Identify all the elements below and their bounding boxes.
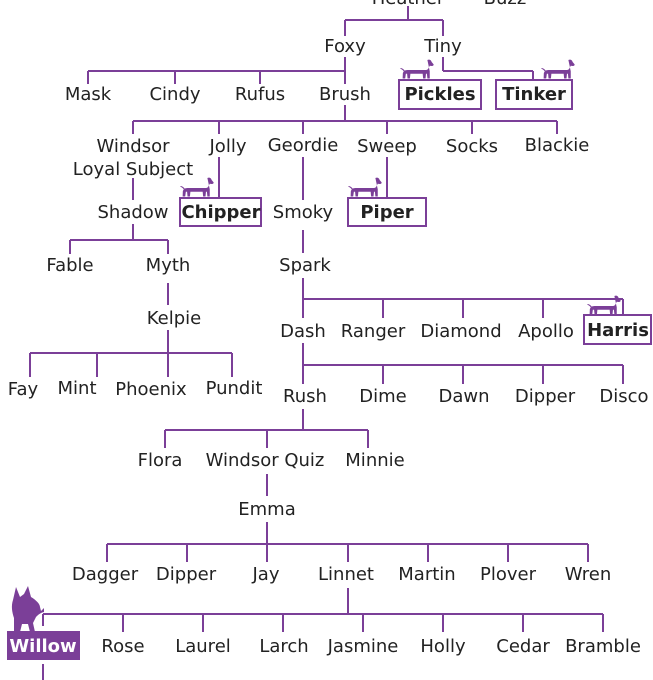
name-holly: Holly bbox=[420, 636, 466, 657]
name-plover: Plover bbox=[480, 564, 537, 585]
dachshund-icon bbox=[180, 177, 214, 197]
name-apollo: Apollo bbox=[518, 321, 574, 342]
name-socks: Socks bbox=[446, 136, 498, 157]
name-brush: Brush bbox=[319, 84, 371, 105]
name-flora: Flora bbox=[138, 450, 183, 471]
name-harris: Harris bbox=[587, 320, 649, 341]
name-cedar: Cedar bbox=[496, 636, 550, 657]
name-fay: Fay bbox=[8, 379, 39, 400]
name-rufus: Rufus bbox=[235, 84, 285, 105]
name-cindy: Cindy bbox=[149, 84, 200, 105]
name-willow: Willow bbox=[9, 636, 76, 657]
name-ranger: Ranger bbox=[341, 321, 406, 342]
name-pundit: Pundit bbox=[206, 378, 263, 399]
name-piper: Piper bbox=[360, 202, 413, 223]
name-kelpie: Kelpie bbox=[147, 308, 201, 329]
name-smoky: Smoky bbox=[273, 202, 334, 223]
name-windsor: Windsor bbox=[96, 136, 170, 157]
name-rose: Rose bbox=[101, 636, 144, 657]
willow-box bbox=[7, 631, 80, 660]
name-laurel: Laurel bbox=[175, 636, 231, 657]
name-fable: Fable bbox=[46, 255, 93, 276]
name-myth: Myth bbox=[146, 255, 191, 276]
harris-box bbox=[583, 314, 652, 345]
name-buzz: Buzz bbox=[484, 0, 527, 9]
name-rush: Rush bbox=[283, 386, 327, 407]
name-wren: Wren bbox=[565, 564, 611, 585]
name-larch: Larch bbox=[259, 636, 308, 657]
piper-box bbox=[347, 197, 427, 227]
name-dagger: Dagger bbox=[72, 564, 139, 585]
name-minnie: Minnie bbox=[345, 450, 404, 471]
name-mask: Mask bbox=[65, 84, 112, 105]
chipper-box bbox=[179, 197, 262, 227]
name-disco: Disco bbox=[599, 386, 648, 407]
dachshund-icon bbox=[541, 59, 575, 79]
name-blackie: Blackie bbox=[525, 135, 590, 156]
name-jasmine: Jasmine bbox=[327, 636, 399, 657]
name-shadow: Shadow bbox=[97, 202, 168, 223]
name-tiny: Tiny bbox=[423, 36, 462, 57]
name-dawn: Dawn bbox=[438, 386, 489, 407]
name-bramble: Bramble bbox=[565, 636, 641, 657]
dachshund-icon bbox=[348, 177, 382, 197]
name-diamond: Diamond bbox=[420, 321, 501, 342]
tree-connectors bbox=[29, 6, 624, 680]
name-chipper: Chipper bbox=[181, 202, 260, 223]
name-martin: Martin bbox=[398, 564, 455, 585]
dachshund-icon bbox=[400, 59, 434, 79]
name-emma: Emma bbox=[238, 499, 295, 520]
name-loyal-subject: Loyal Subject bbox=[73, 159, 193, 180]
name-tinker: Tinker bbox=[502, 84, 566, 105]
name-linnet: Linnet bbox=[318, 564, 374, 585]
name-dipper: Dipper bbox=[515, 386, 576, 407]
name-dipper-2: Dipper bbox=[156, 564, 217, 585]
highlight-boxes bbox=[179, 79, 652, 345]
name-dime: Dime bbox=[359, 386, 406, 407]
name-spark: Spark bbox=[279, 255, 331, 276]
name-jolly: Jolly bbox=[209, 136, 247, 157]
name-dash: Dash bbox=[280, 321, 326, 342]
name-phoenix: Phoenix bbox=[115, 379, 187, 400]
name-jay: Jay bbox=[252, 564, 280, 585]
name-windsor-quiz: Windsor Quiz bbox=[206, 450, 325, 471]
tinker-box bbox=[495, 79, 573, 110]
name-geordie: Geordie bbox=[268, 135, 339, 156]
pickles-box bbox=[398, 79, 482, 110]
name-foxy: Foxy bbox=[324, 36, 366, 57]
name-sweep: Sweep bbox=[357, 136, 417, 157]
name-pickles: Pickles bbox=[404, 84, 475, 105]
corgi-icon bbox=[11, 586, 45, 632]
name-heather: Heather bbox=[372, 0, 445, 9]
name-mint: Mint bbox=[58, 378, 97, 399]
